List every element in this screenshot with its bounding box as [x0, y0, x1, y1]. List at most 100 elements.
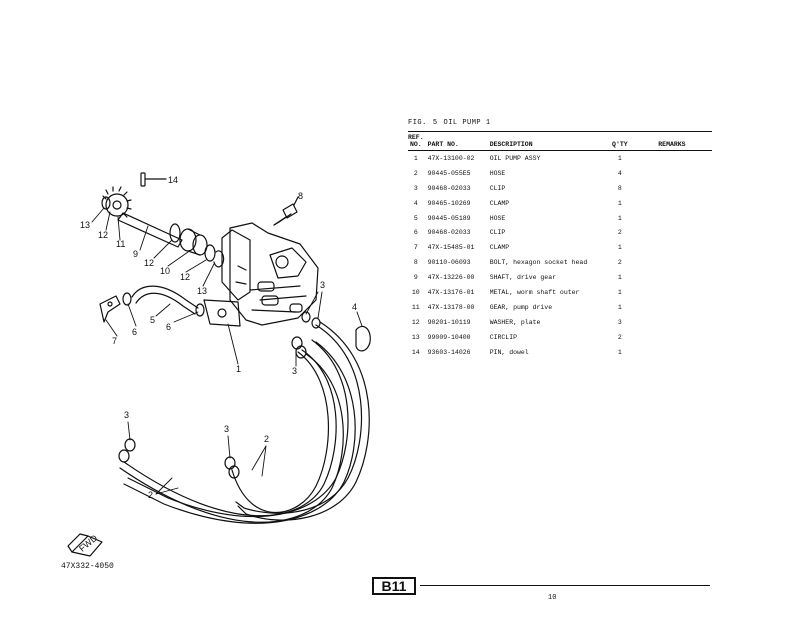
svg-text:FWD: FWD [77, 532, 100, 553]
remarks-cell [632, 255, 712, 270]
qty-cell: 2 [617, 229, 622, 237]
description-cell: PIN, dowel [489, 348, 529, 356]
ref-no-cell: 12 [411, 318, 420, 326]
svg-text:6: 6 [132, 327, 137, 337]
hose-clamp-part [355, 325, 371, 352]
part-no-cell: 47X-13176-01 [427, 288, 475, 296]
hose-clip-part [195, 303, 205, 317]
description-cell: CIRCLIP [489, 333, 518, 341]
svg-text:12: 12 [98, 230, 108, 240]
ref-no-cell: 8 [413, 259, 418, 267]
page-number: 10 [548, 594, 557, 602]
description-cell: SHAFT, drive gear [489, 274, 557, 282]
hose-bundle-part [119, 321, 370, 524]
socket-bolt-part [273, 203, 298, 226]
remarks-cell [632, 225, 712, 240]
hose-part [131, 285, 199, 315]
svg-text:9: 9 [133, 249, 138, 259]
ref-no-cell: 11 [411, 303, 420, 311]
description-cell: GEAR, pump drive [489, 303, 553, 311]
part-no-cell: 90445-055E5 [427, 169, 471, 177]
svg-text:13: 13 [197, 286, 207, 296]
qty-cell: 2 [617, 259, 622, 267]
svg-text:3: 3 [292, 366, 297, 376]
part-no-cell: 90445-05189 [427, 214, 471, 222]
qty-header: Q'TY [612, 141, 628, 148]
part-no-cell: 90468-02033 [427, 184, 471, 192]
description-cell: OIL PUMP ASSY [489, 154, 541, 162]
parts-table-header: REF.NO. PART NO. DESCRIPTION Q'TY REMARK… [408, 131, 712, 151]
part-no-cell: 99009-10400 [427, 333, 471, 341]
qty-cell: 1 [617, 288, 622, 296]
qty-cell: 1 [617, 244, 622, 252]
table-row: 14 93603-14026 PIN, dowel 1 [408, 345, 712, 360]
part-no-cell: 47X-13100-02 [427, 154, 475, 162]
svg-text:3: 3 [124, 410, 129, 420]
remarks-cell [632, 345, 712, 360]
description-cell: CLAMP [489, 244, 510, 252]
part-no-cell: 90110-06093 [427, 259, 471, 267]
svg-text:2: 2 [264, 434, 269, 444]
table-row: 8 90110-06093 BOLT, hexagon socket head 2 [408, 255, 712, 270]
svg-text:1: 1 [236, 364, 241, 374]
description-cell: HOSE [489, 169, 506, 177]
footer-rule [420, 585, 710, 586]
pump-drive-gear-part [101, 186, 132, 218]
ref-no-cell: 14 [411, 348, 420, 356]
fwd-arrow-icon [67, 533, 103, 557]
ref-no-cell: 10 [411, 288, 420, 296]
remarks-cell [632, 181, 712, 196]
svg-text:12: 12 [144, 258, 154, 268]
table-row: 10 47X-13176-01 METAL, worm shaft outer 1 [408, 285, 712, 300]
worm-shaft-metal-part [179, 228, 208, 256]
qty-cell: 4 [617, 169, 622, 177]
qty-cell: 1 [617, 274, 622, 282]
qty-cell: 1 [617, 348, 622, 356]
page-badge: B11 [372, 577, 416, 595]
part-no-cell: 93603-14026 [427, 348, 471, 356]
oil-pump-assembly-part [203, 222, 319, 327]
part-no-cell: 47X-13226-00 [427, 274, 475, 282]
description-cell: CLIP [489, 229, 506, 237]
description-cell: CLIP [489, 184, 506, 192]
remarks-cell [632, 300, 712, 315]
part-no-cell: 47X-15485-01 [427, 244, 475, 252]
ref-no-cell: 2 [413, 169, 418, 177]
ref-no-cell: 1 [413, 154, 418, 162]
description-cell: METAL, worm shaft outer [489, 288, 580, 296]
svg-text:2: 2 [148, 490, 153, 500]
remarks-cell [632, 270, 712, 285]
qty-cell: 1 [617, 214, 622, 222]
remarks-header: REMARKS [658, 141, 686, 148]
description-header: DESCRIPTION [489, 141, 533, 148]
ref-no-cell: 6 [413, 229, 418, 237]
qty-cell: 2 [617, 333, 622, 341]
svg-text:13: 13 [80, 220, 90, 230]
remarks-cell [632, 285, 712, 300]
description-cell: WASHER, plate [489, 318, 541, 326]
ref-no-cell: 13 [411, 333, 420, 341]
hose-clip-part [291, 311, 321, 359]
part-no-cell: 90201-10119 [427, 318, 471, 326]
description-cell: BOLT, hexagon socket head [489, 259, 588, 267]
qty-cell: 8 [617, 184, 622, 192]
svg-text:6: 6 [166, 322, 171, 332]
ref-no-cell: 3 [413, 184, 418, 192]
part-no-header: PART NO. [427, 141, 459, 148]
clamp-part [99, 295, 121, 323]
description-cell: CLAMP [489, 199, 510, 207]
remarks-cell [632, 196, 712, 211]
svg-text:3: 3 [224, 424, 229, 434]
remarks-cell [632, 240, 712, 255]
description-cell: HOSE [489, 214, 506, 222]
dowel-pin-part [140, 172, 146, 187]
